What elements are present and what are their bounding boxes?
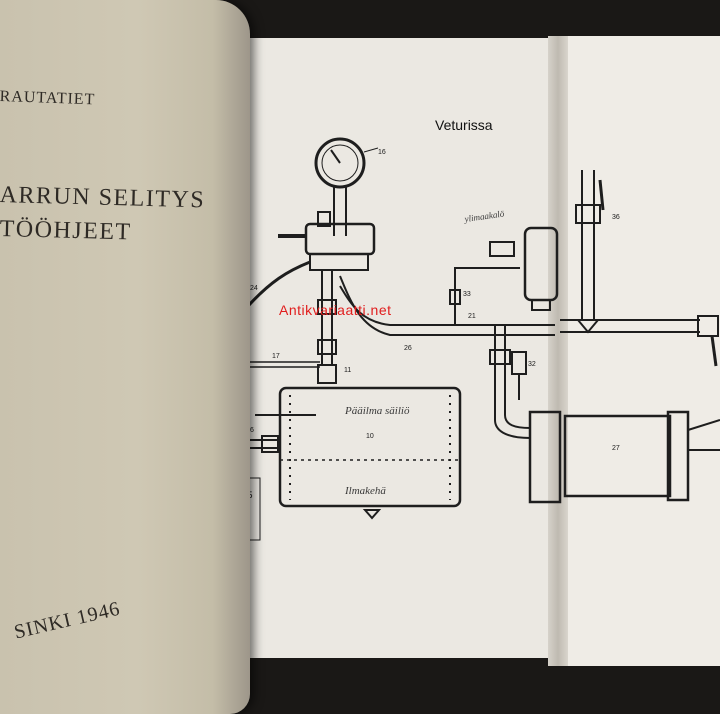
- book-cover: RAUTATIET ARRUN SELITYS TÖÖHJEET SINKI 1…: [0, 0, 250, 714]
- label-21: 21: [468, 313, 476, 320]
- handwriting-tank-note: Pääilma säiliö: [344, 405, 410, 417]
- label-36: 36: [612, 214, 620, 221]
- label-11: 11: [344, 367, 351, 374]
- page-title: Veturissa: [435, 117, 493, 133]
- cover-imprint: SINKI 1946: [12, 597, 123, 644]
- label-24: 24: [250, 285, 258, 292]
- label-17: 17: [272, 353, 280, 360]
- cover-title-line2: TÖÖHJEET: [0, 216, 132, 246]
- label-cylinder: 27: [612, 445, 620, 452]
- handwriting-tank-bottom: Ilmakehä: [344, 485, 386, 497]
- triple-valve: [523, 226, 559, 302]
- brake-cylinder: [528, 410, 562, 504]
- label-32: 32: [528, 361, 536, 368]
- cover-title-line1: ARRUN SELITYS: [0, 182, 206, 214]
- pressure-gauge: [314, 137, 366, 189]
- label-6: 6: [250, 427, 254, 434]
- label-gauge: 16: [378, 149, 386, 156]
- label-tank: 10: [366, 433, 374, 440]
- label-26: 26: [404, 345, 412, 352]
- brake-cylinder-body: [563, 414, 672, 498]
- book-gutter: [548, 36, 568, 666]
- brake-valve: [304, 222, 376, 256]
- right-diagram-page: [558, 36, 720, 666]
- watermark: Antikvariaatti.net: [279, 302, 392, 318]
- handwriting-top-note: ylimaakalö: [463, 208, 505, 224]
- label-33: 33: [463, 291, 471, 298]
- cover-publisher: RAUTATIET: [0, 88, 96, 109]
